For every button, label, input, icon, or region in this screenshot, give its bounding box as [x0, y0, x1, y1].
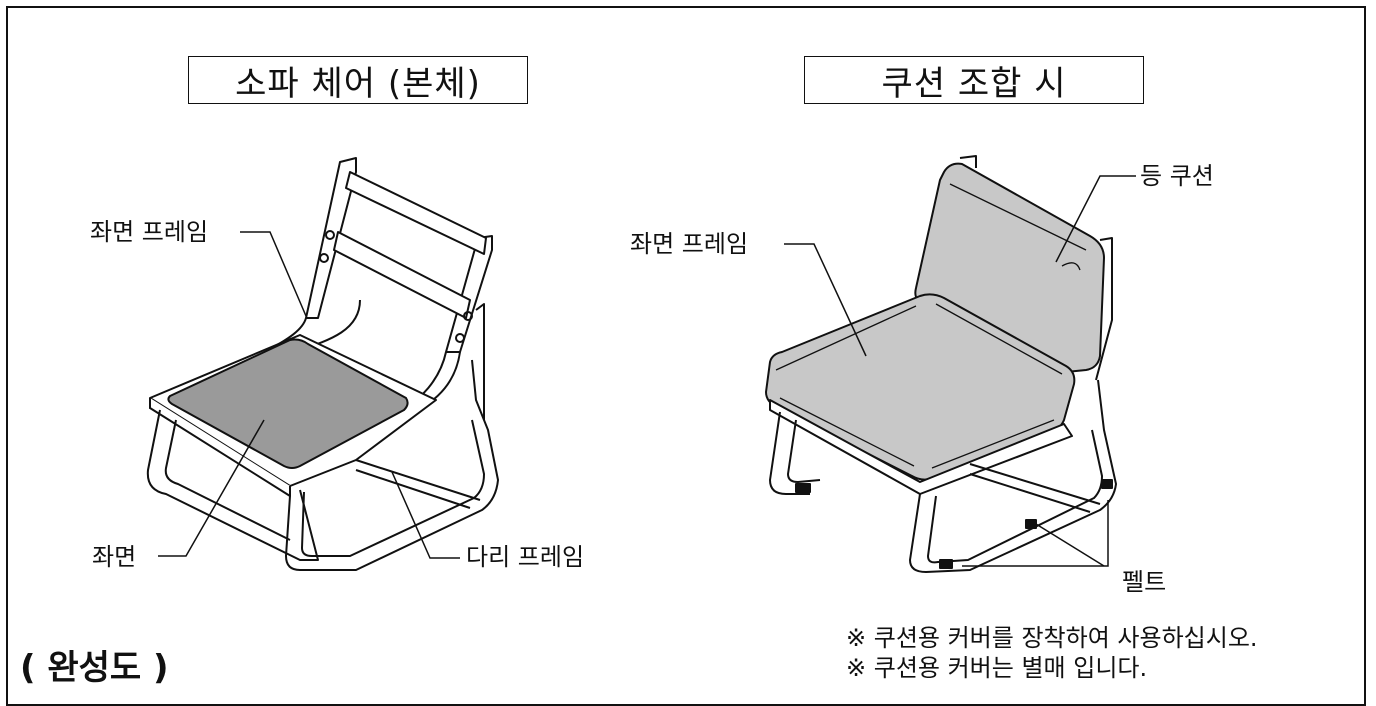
- note-use-cover: ※ 쿠션용 커버를 장착하여 사용하십시오.: [846, 624, 1258, 652]
- left-chair-drawing: [146, 157, 499, 571]
- title-sofa-chair-main-body: 소파 체어 (본체): [188, 56, 528, 104]
- title-text-right: 쿠션 조합 시: [881, 63, 1067, 104]
- label-left-seat: 좌면: [92, 543, 137, 571]
- label-right-back-cushion: 등 쿠션: [1140, 162, 1214, 190]
- left-leader-lines: [158, 231, 460, 559]
- right-chair-drawing: [765, 155, 1117, 573]
- note-cover-sold-separately: ※ 쿠션용 커버는 별매 입니다.: [846, 654, 1148, 682]
- completion-caption: ( 완성도 ): [20, 648, 169, 688]
- right-leader-lines: [784, 175, 1136, 567]
- label-left-leg-frame: 다리 프레임: [466, 543, 585, 571]
- label-right-seat-frame: 좌면 프레임: [630, 230, 749, 258]
- title-cushion-combination: 쿠션 조합 시: [804, 56, 1144, 104]
- label-left-seat-frame: 좌면 프레임: [90, 218, 209, 246]
- title-text-left: 소파 체어 (본체): [235, 63, 481, 104]
- label-right-felt: 펠트: [1122, 568, 1167, 596]
- chair-illustrations: [146, 155, 1136, 573]
